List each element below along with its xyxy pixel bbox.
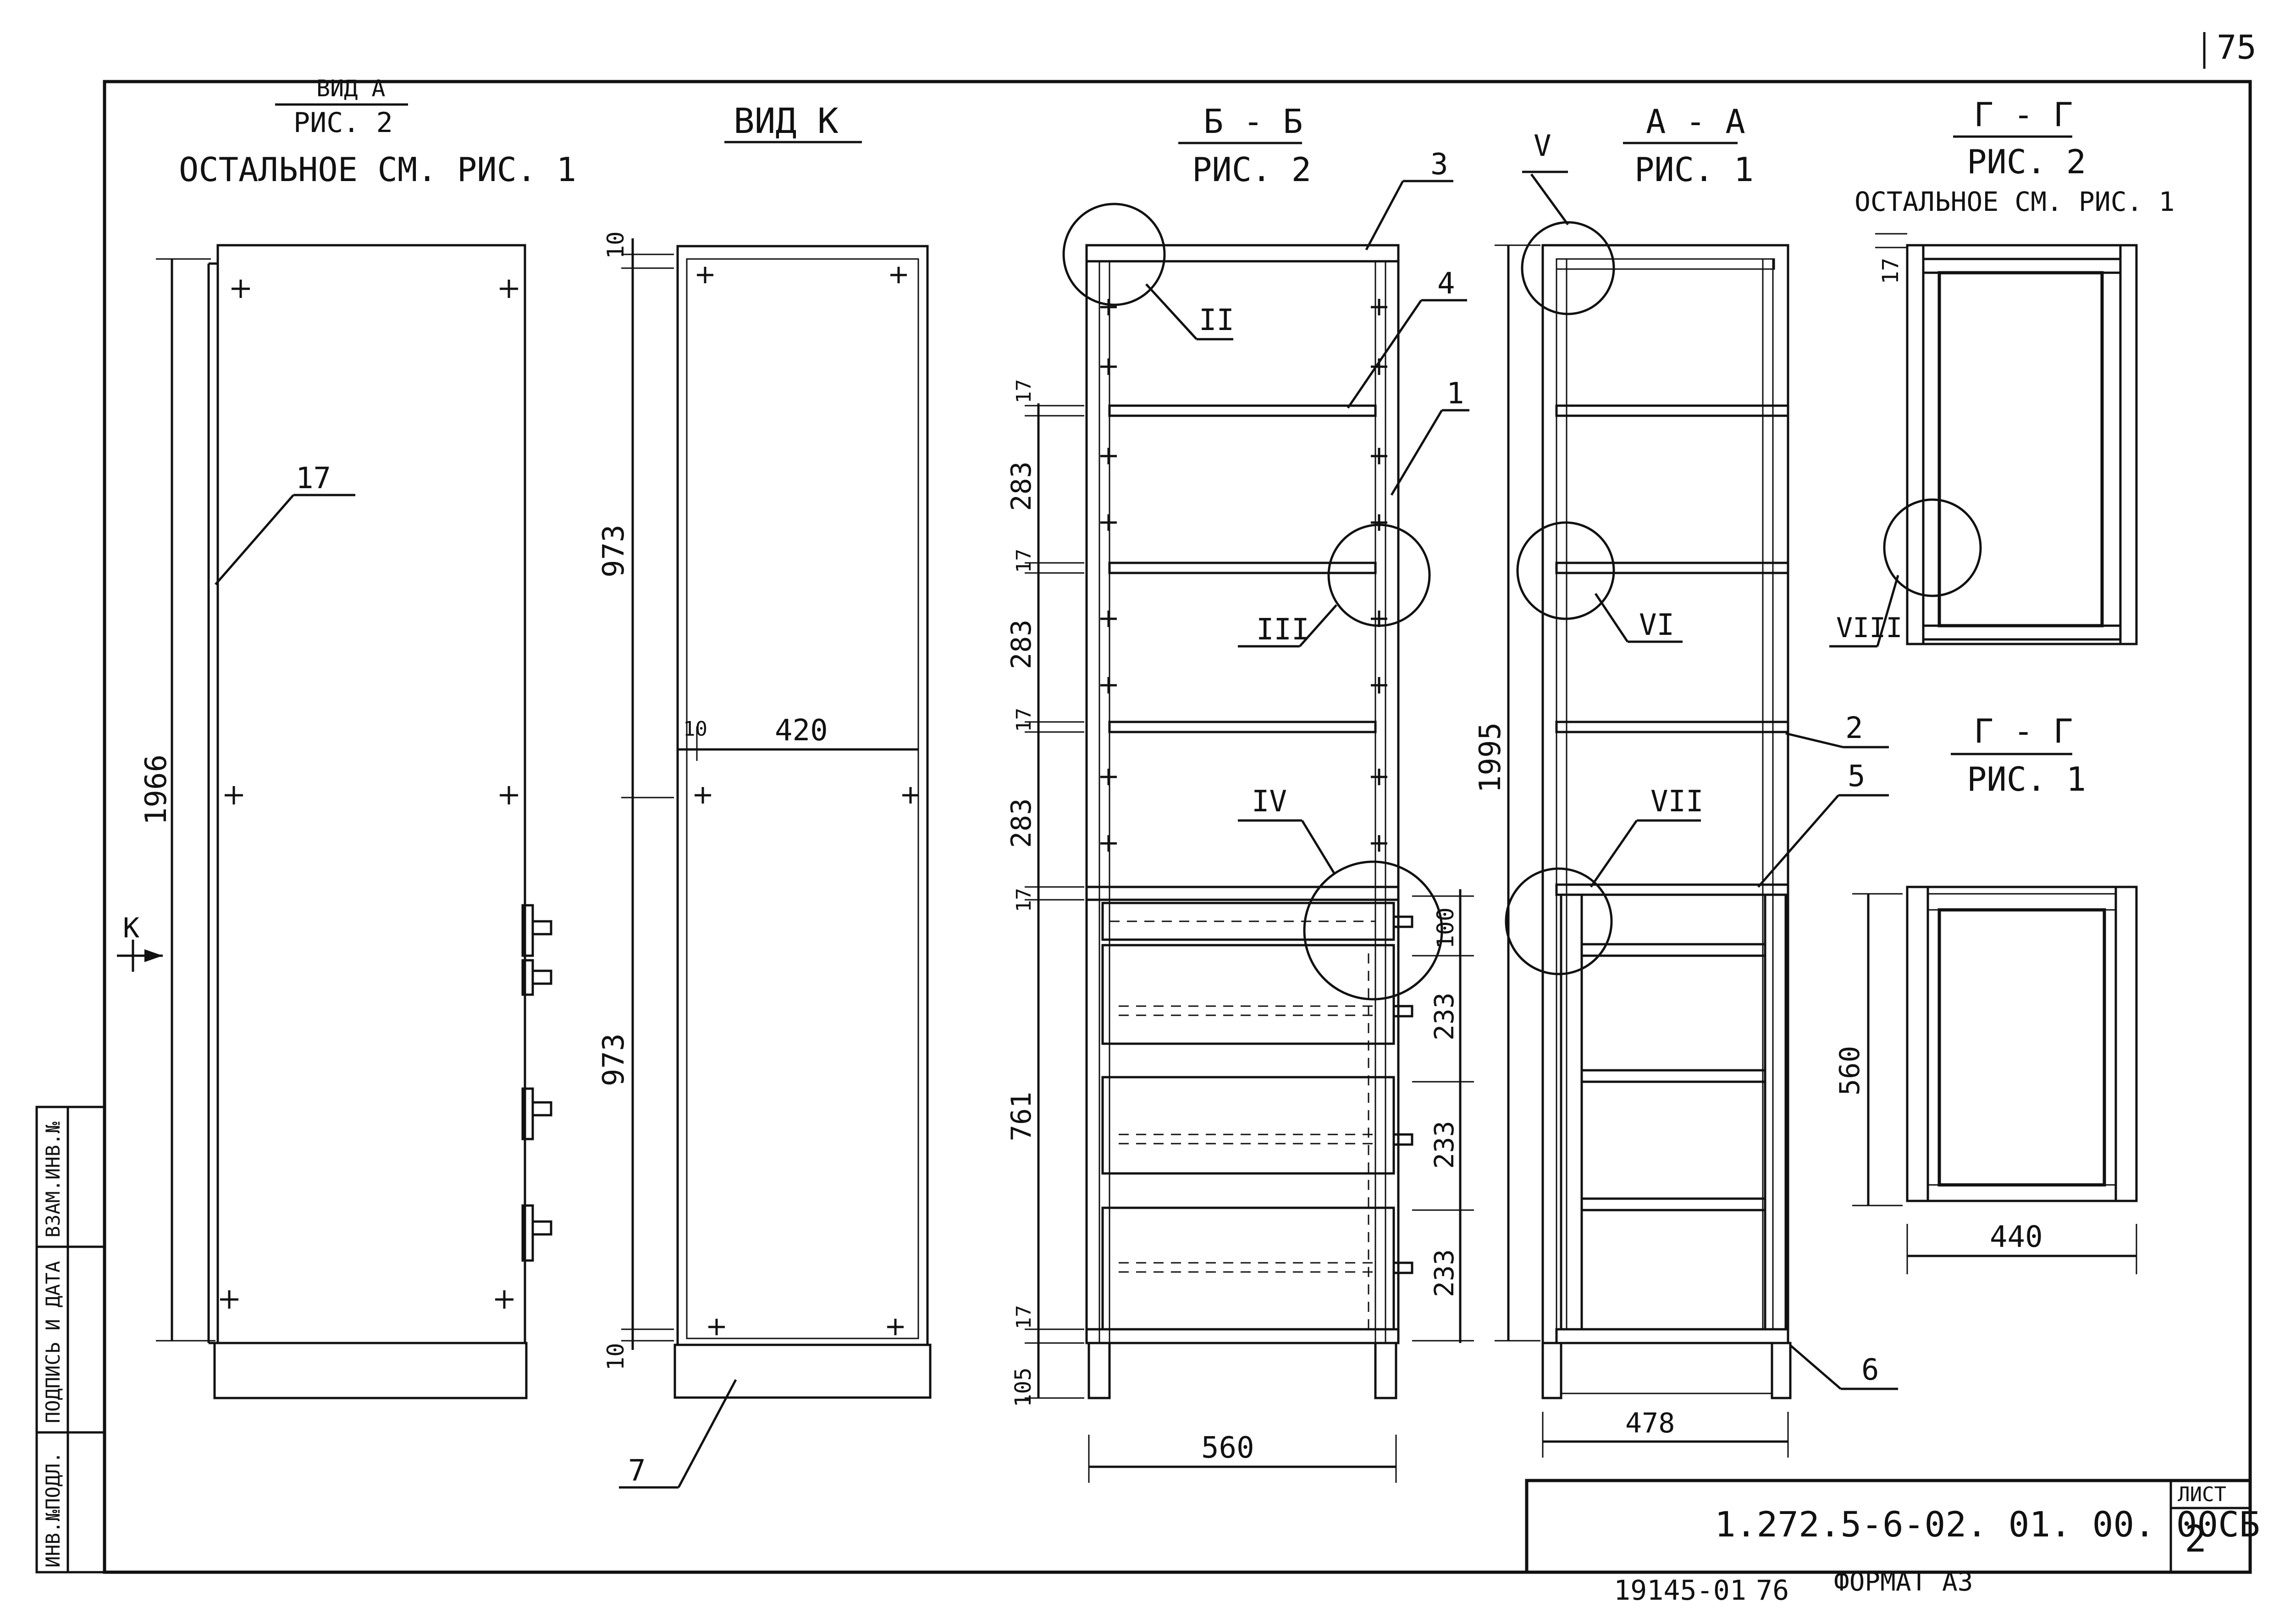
section-a: А - А РИС. 1 V VI xyxy=(1474,102,1898,1458)
section-a-title-top: А - А xyxy=(1646,102,1745,141)
section-b-dim-2: 17 xyxy=(1012,549,1036,573)
view-a-note: ОСТАЛЬНОЕ СМ. РИС. 1 xyxy=(179,150,576,189)
sheet-label: ЛИСТ xyxy=(2178,1483,2226,1506)
view-a-arrow-label: К xyxy=(123,912,139,944)
view-a-callout: 17 xyxy=(296,462,331,495)
stamp-strip: ВЗАМ.ИНВ.№ ПОДПИСЬ И ДАТА ИНВ.№ПОДЛ. xyxy=(35,1106,106,1574)
section-g2-title-top: Г - Г xyxy=(1974,712,2073,750)
section-a-callout-2: 2 xyxy=(1845,711,1863,745)
section-b-rdim-3: 233 xyxy=(1429,1249,1460,1297)
detail-circle-ii xyxy=(1062,203,1166,306)
section-b-dim-9: 105 xyxy=(1010,1367,1036,1407)
detail-circle-vi xyxy=(1516,521,1615,620)
title-block: 1.272.5-6-02. 01. 00. 00СБ ЛИСТ 2 19145-… xyxy=(1525,1479,2260,1607)
section-b-dim-8: 17 xyxy=(1012,1305,1036,1329)
drawing-designation: 1.272.5-6-02. 01. 00. 00СБ xyxy=(1715,1504,2260,1545)
view-a-fasteners xyxy=(220,280,518,1309)
view-a-plinth xyxy=(213,1342,528,1399)
section-a-callout-5: 5 xyxy=(1848,760,1866,793)
detail-circle-iv xyxy=(1303,860,1443,1001)
section-a-title-bottom: РИС. 1 xyxy=(1634,150,1754,189)
view-a-height-dim: 1966 xyxy=(139,754,173,825)
section-a-callout-6: 6 xyxy=(1861,1353,1879,1387)
section-g1-note: ОСТАЛЬНОЕ СМ. РИС. 1 xyxy=(1854,186,2175,217)
view-k-fasteners xyxy=(695,267,919,1335)
detail-circle-vii xyxy=(1505,867,1613,975)
sheet-number: 2 xyxy=(2185,1518,2207,1560)
section-b-dim-1: 283 xyxy=(1005,462,1038,511)
detail-label-v: V xyxy=(1534,129,1551,163)
section-g2-title-bottom: РИС. 1 xyxy=(1967,760,2086,798)
view-a: ВИД А РИС. 2 ОСТАЛЬНОЕ СМ. РИС. 1 xyxy=(117,75,576,1399)
view-k-dim-upper: 973 xyxy=(597,524,631,578)
section-b-dim-7: 761 xyxy=(1005,1092,1038,1141)
section-b-dim-3: 283 xyxy=(1005,620,1038,669)
detail-label-vi: VI xyxy=(1639,608,1674,642)
section-b-rdim-1: 233 xyxy=(1429,992,1460,1040)
section-b-dim-0: 17 xyxy=(1012,379,1036,403)
section-b-callout-4: 4 xyxy=(1437,267,1455,301)
section-b: Б - Б РИС. 2 xyxy=(1005,102,1474,1483)
view-k-title: ВИД К xyxy=(734,100,839,141)
view-k-dim-edge: 10 xyxy=(683,717,707,741)
section-g1-dim-top: 17 xyxy=(1878,258,1904,284)
section-b-rdim-2: 233 xyxy=(1429,1121,1460,1169)
section-b-title-top: Б - Б xyxy=(1203,102,1303,141)
view-a-title-bottom: РИС. 2 xyxy=(293,107,393,139)
section-b-rdim-0: 100 xyxy=(1432,908,1459,949)
section-a-width: 478 xyxy=(1625,1407,1675,1439)
view-k: ВИД К 10 973 10 973 10 420 xyxy=(597,100,932,1489)
view-a-hinges xyxy=(521,904,552,1262)
view-a-title-top: ВИД А xyxy=(316,75,386,102)
section-b-title-bottom: РИС. 2 xyxy=(1192,150,1311,189)
section-g1-detail: VIII xyxy=(1836,612,1903,644)
detail-label-ii: II xyxy=(1199,303,1234,337)
page-number: 75 xyxy=(2217,28,2257,66)
section-g2: Г - Г РИС. 1 560 440 xyxy=(1834,712,2138,1274)
sheet-frame: 75 xyxy=(103,28,2257,1574)
view-k-plinth xyxy=(673,1343,932,1399)
view-k-dim-top-gap: 10 xyxy=(602,231,629,259)
detail-label-vii: VII xyxy=(1650,785,1704,819)
detail-circle-iii xyxy=(1327,523,1431,627)
section-b-drawers xyxy=(1101,902,1395,1331)
section-g2-height: 560 xyxy=(1834,1046,1866,1096)
detail-label-iii: III xyxy=(1256,613,1309,647)
stamp-vzam-inv: ВЗАМ.ИНВ.№ xyxy=(42,1121,64,1238)
view-k-dim-bottom-gap: 10 xyxy=(602,1343,629,1371)
inventory-code: 19145-01 xyxy=(1614,1574,1746,1607)
view-k-dim-lower: 973 xyxy=(597,1033,631,1086)
section-g1-title-top: Г - Г xyxy=(1974,95,2073,134)
section-g1-title-bottom: РИС. 2 xyxy=(1967,143,2086,181)
view-k-dim-width: 420 xyxy=(775,714,828,748)
section-b-dim-6: 17 xyxy=(1012,888,1036,912)
detail-circle-viii xyxy=(1883,498,1982,597)
detail-circle-v xyxy=(1521,221,1615,315)
detail-label-iv: IV xyxy=(1252,785,1287,819)
section-b-callout-1: 1 xyxy=(1446,377,1464,411)
stamp-signature-date: ПОДПИСЬ И ДАТА xyxy=(42,1261,64,1423)
section-b-dim-4: 17 xyxy=(1012,708,1036,732)
section-g1: Г - Г РИС. 2 ОСТАЛЬНОЕ СМ. РИС. 1 VIII 1… xyxy=(1829,95,2175,648)
section-a-height: 1995 xyxy=(1474,722,1507,793)
view-a-side-panel xyxy=(216,244,526,1344)
section-b-dim-5: 283 xyxy=(1005,798,1038,848)
section-b-width: 560 xyxy=(1201,1431,1254,1465)
section-g2-width: 440 xyxy=(1990,1220,2043,1254)
view-k-door xyxy=(676,245,929,1346)
view-k-callout: 7 xyxy=(628,1454,646,1488)
section-b-callout-3: 3 xyxy=(1430,148,1448,182)
bottom-page-number: 76 xyxy=(1756,1574,1789,1607)
format-label: ФОРМАТ А3 xyxy=(1834,1567,1973,1597)
stamp-inv-podl: ИНВ.№ПОДЛ. xyxy=(42,1452,64,1568)
